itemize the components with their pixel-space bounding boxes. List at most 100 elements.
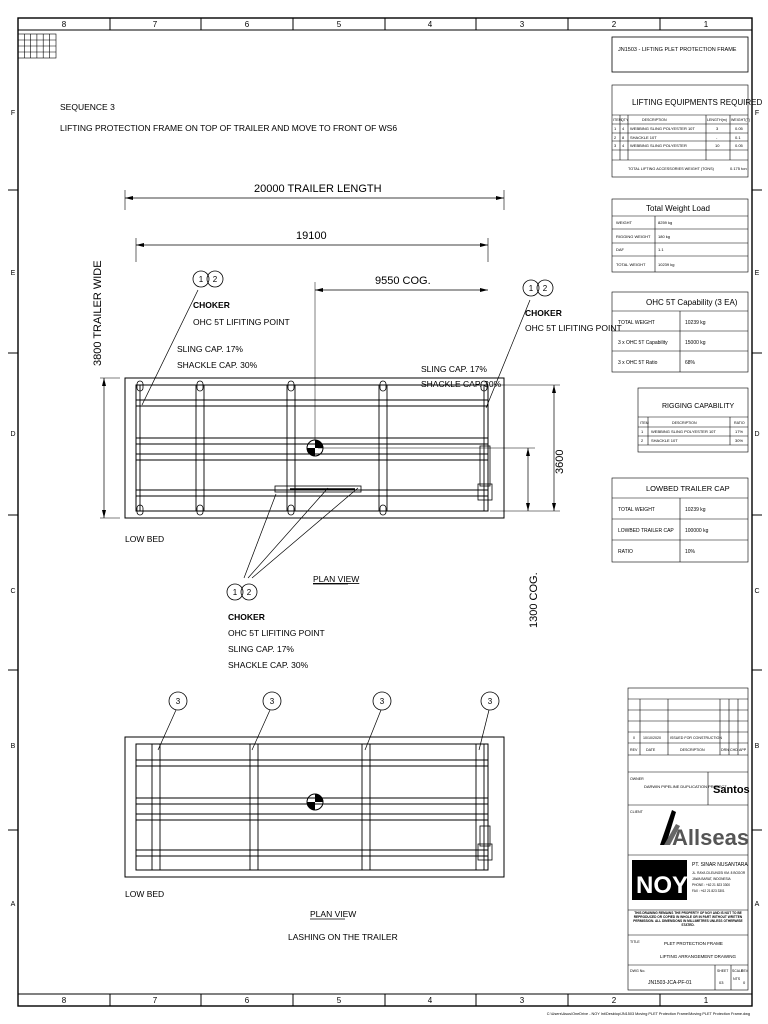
th: CHD: [730, 748, 738, 752]
td: 3: [614, 143, 617, 148]
td: 68%: [685, 360, 696, 366]
th: ITEM: [640, 421, 649, 425]
revision-headers: REV DATE DESCRIPTION DRN CHD APP: [630, 748, 747, 752]
dwg-label: DWG No.: [630, 969, 645, 973]
callout-number: 2: [213, 275, 218, 284]
callout-number: 1: [233, 588, 238, 597]
plan2-callout-numbers: 3 3 3 3: [176, 697, 493, 706]
dim-text-trailer-wide: 3800 TRAILER WIDE: [92, 260, 104, 366]
dim-text-3600: 3600: [554, 450, 566, 474]
td: 30%: [735, 438, 743, 443]
th: DESCRIPTION: [672, 421, 697, 425]
td: 1: [641, 429, 644, 434]
lifting-equipment-title: LIFTING EQUIPMENTS REQUIRED: [632, 98, 762, 107]
td: 100000 kg: [685, 528, 709, 534]
td: 1: [614, 126, 617, 131]
td: 3: [716, 126, 719, 131]
lifting-equipment-rows: 1 4 WEBBING SLING POLYESTER 10T 3 0.05 2…: [614, 126, 744, 148]
client-logo: Allseas: [672, 825, 749, 850]
contractor-line: JL. RAYA CILEUNGSI KM. 8 BOGOR: [692, 871, 746, 875]
td: 10: [715, 143, 720, 148]
col-label: 8: [62, 20, 67, 29]
col-label: 1: [704, 20, 709, 29]
sequence-description: LIFTING PROTECTION FRAME ON TOP OF TRAIL…: [60, 123, 397, 133]
td: 2: [614, 135, 617, 140]
rev-value: 0: [743, 980, 746, 985]
plan-view-1: [100, 190, 560, 579]
row-label: C: [754, 588, 759, 595]
callout-number: 3: [380, 697, 385, 706]
title-block: [627, 687, 749, 991]
header-box: JN1503 - LIFTING PLET PROTECTION FRAME: [611, 36, 749, 73]
title-line-1: PLET PROTECTION FRAME: [664, 941, 723, 946]
disclaimer: THIS DRAWING REMAINS THE PROPERTY OF NOY…: [633, 911, 743, 927]
revision-row: 0 10/10/2020 ISSUED FOR CONSTRUCTION: [633, 736, 722, 740]
callout-cap: SHACKLE CAP. 30%: [421, 379, 502, 389]
project-name: DARWIN PIPELINE DUPLICATION PROJECT: [644, 784, 727, 789]
owner-logo: Santos: [713, 784, 750, 796]
rev-desc: ISSUED FOR CONSTRUCTION: [670, 736, 722, 740]
th: REV: [630, 748, 638, 752]
rev-date: 10/10/2020: [643, 736, 661, 740]
contractor-name: PT. SINAR NUSANTARA: [692, 862, 748, 868]
lifting-total-value: 0.175 ton: [730, 166, 747, 171]
callout-title: CHOKER: [228, 612, 265, 622]
lashing-label: LASHING ON THE TRAILER: [288, 932, 398, 942]
plan-view-label-1: PLAN VIEW: [313, 574, 359, 584]
callout-cap: SHACKLE CAP. 30%: [228, 660, 309, 670]
td: TOTAL WEIGHT: [618, 320, 655, 326]
total-weight-rows: WEIGHT 8259 kg RIGGING WEIGHT 180 kg DAF…: [616, 220, 674, 267]
td: 8: [622, 135, 625, 140]
td: SHACKLE 10T: [651, 438, 678, 443]
td: WEBBING SLING POLYESTER: [630, 143, 687, 148]
rev-no: 0: [633, 736, 635, 740]
th: QTY: [621, 118, 629, 122]
td: WEBBING SLING POLYESTER 10T: [630, 126, 695, 131]
td: 4: [622, 143, 625, 148]
ohc-capability-table: [611, 291, 749, 373]
td: 17%: [735, 429, 743, 434]
sequence-title: SEQUENCE 3: [60, 102, 115, 112]
lifting-equipment-table: [611, 84, 749, 178]
td: 2: [641, 438, 644, 443]
th: ITEM: [613, 118, 622, 122]
trailer-outline: [124, 377, 505, 519]
file-path: C:\Users\Asus\OneDrive - NOY Int\Desktop…: [547, 1012, 750, 1016]
col-label: 1: [704, 996, 709, 1005]
callout-number: 3: [270, 697, 275, 706]
row-label: F: [11, 110, 15, 117]
td: -: [716, 135, 718, 140]
td: RIGGING WEIGHT: [616, 234, 651, 239]
contractor-logo: NOY: [636, 872, 688, 899]
col-label: 3: [520, 20, 525, 29]
col-label: 5: [337, 996, 342, 1005]
scale-value: NTS: [733, 977, 741, 981]
td: 15000 kg: [685, 340, 706, 346]
client-label: CLIENT: [630, 810, 644, 814]
callout-cap: SLING CAP. 17%: [228, 644, 294, 654]
td: SHACKLE 10T: [630, 135, 657, 140]
rigging-capability-header: ITEM DESCRIPTION RATIO: [640, 421, 745, 425]
grid-column-labels-bottom: 8 7 6 5 4 3 2 1: [62, 996, 709, 1005]
rigging-capability-rows: 1 WEBBING SLING POLYESTER 10T 17% 2 SHAC…: [641, 429, 743, 443]
th: DESCRIPTION: [642, 118, 667, 122]
callout-left: 1 2 CHOKER OHC 5T LIFITING POINT SLING C…: [177, 270, 290, 370]
callout-sub: OHC 5T LIFITING POINT: [228, 628, 325, 638]
rigging-capability-title: RIGGING CAPABILITY: [662, 403, 735, 410]
sheet-value: 03: [719, 980, 724, 985]
dim-text-19100: 19100: [296, 230, 327, 242]
lifting-equipment-header: ITEM QTY DESCRIPTION LENGTH(m) WEIGHT(T): [613, 118, 750, 122]
lowbed-cap-table: [611, 477, 749, 563]
td: 10239 kg: [658, 262, 674, 267]
frame-outline-2: [135, 743, 489, 871]
plan-view-2: [124, 691, 505, 878]
low-bed-label-2: LOW BED: [125, 889, 164, 899]
grid-row-dividers: [8, 189, 762, 831]
td: TOTAL WEIGHT: [618, 507, 655, 513]
plan-view-label-2: PLAN VIEW: [310, 909, 356, 919]
contractor-line: FAX : +62 21 823 3301: [692, 889, 725, 893]
td: 3 x OHC 5T Capability: [618, 340, 668, 346]
td: 8259 kg: [658, 220, 672, 225]
contractor-line: JAWA BARAT, INDONESIA: [692, 877, 732, 881]
disclaimer-box: THIS DRAWING REMAINS THE PROPERTY OF NOY…: [633, 911, 743, 927]
